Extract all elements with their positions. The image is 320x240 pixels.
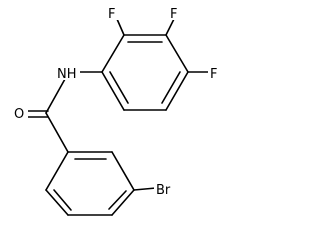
atom-label-nh: NH [57, 67, 77, 82]
bond-ring1-e [45, 189, 69, 216]
label-bg [14, 104, 28, 120]
bond-ring2-c [165, 34, 189, 73]
molecule-structure-diagram: F F F NH O Br [14, 4, 222, 216]
atom-label-f-right: F [210, 67, 217, 82]
label-bg [168, 4, 182, 20]
bond-ring1-b [111, 151, 135, 191]
atom-label-br: Br [156, 183, 171, 198]
bond-carbonyl-ring [45, 112, 69, 153]
bond-ring1-inner-3 [53, 189, 72, 211]
label-bg [106, 4, 120, 20]
bond-ring1-c [111, 189, 135, 216]
label-bg [154, 180, 178, 196]
label-bg [208, 64, 222, 80]
atom-label-group: F F F NH O Br [14, 4, 222, 198]
bond-ring-br [133, 187, 157, 191]
bond-group [27, 18, 211, 216]
bond-ring1-inner-2 [108, 190, 127, 210]
bond-ring2-a [101, 34, 125, 73]
bond-f-top-left [116, 18, 125, 36]
atom-label-f-top-left: F [108, 7, 115, 22]
bond-ring1-f [45, 151, 69, 191]
bond-ring2-inner-2 [161, 71, 181, 104]
bond-f-top-right [165, 18, 175, 36]
bond-ring2-d [165, 71, 189, 111]
label-bg [56, 64, 80, 80]
atom-label-o: O [14, 107, 24, 122]
bond-ring2-f [101, 71, 125, 111]
atom-label-f-top-right: F [170, 7, 177, 22]
bond-ring2-inner-3 [109, 71, 129, 104]
bond-n-carbonyl [45, 78, 66, 114]
